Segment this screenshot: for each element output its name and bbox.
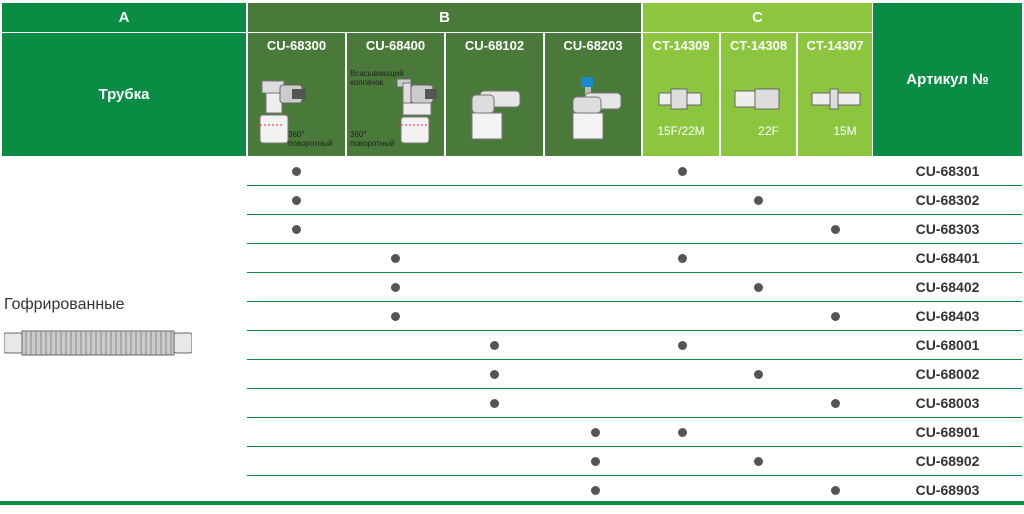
table-row: [247, 244, 1022, 273]
article-number: CU-68003: [915, 395, 980, 411]
article-number: CU-68002: [915, 366, 980, 382]
compatibility-dot-c: [753, 370, 763, 379]
compatibility-dot-b: [390, 312, 400, 321]
compatibility-dot-b: [390, 283, 400, 292]
article-number: CU-68902: [915, 453, 980, 469]
column-code: CT-14309: [652, 38, 710, 53]
column-header-cu-68300: CU-68300 360° поворотный: [248, 33, 345, 156]
adapter-icon: [734, 88, 780, 110]
compatibility-dot-b: [590, 428, 600, 437]
compatibility-dot-b: [489, 399, 499, 408]
suction-swivel-connector-icon: [396, 78, 437, 144]
compatibility-dot-b: [590, 486, 600, 495]
article-number: CU-68402: [915, 279, 980, 295]
compatibility-dot-b: [390, 254, 400, 263]
compatibility-dot-c: [753, 196, 763, 205]
compatibility-dot-b: [590, 457, 600, 466]
cap-connector-icon: [572, 77, 622, 140]
table-row: [247, 273, 1022, 302]
column-code: CU-68102: [464, 38, 525, 53]
article-number: CU-68403: [915, 308, 980, 324]
column-code: CU-68203: [563, 38, 623, 53]
compatibility-dot-b: [489, 341, 499, 350]
compatibility-dot-c: [753, 457, 763, 466]
elbow-connector-icon: [471, 90, 521, 140]
table-row: [247, 157, 1022, 186]
table-row: [247, 215, 1022, 244]
rotation-note: 360° поворотный: [288, 130, 333, 148]
table-row: [247, 186, 1022, 215]
table-row: [247, 418, 1022, 447]
article-header: Артикул №: [873, 3, 1022, 156]
group-b-header: B: [248, 3, 641, 32]
compatibility-dot-b: [291, 196, 301, 205]
bottom-divider: [0, 501, 1024, 505]
table-row: [247, 389, 1022, 418]
suction-cap-note: Всасывающий колпачок: [350, 69, 404, 87]
article-number: CU-68302: [915, 192, 980, 208]
size-label: 15M: [833, 124, 857, 138]
column-header-cu-68102: CU-68102: [446, 33, 543, 156]
table-row: [247, 331, 1022, 360]
compatibility-dot-c: [677, 167, 687, 176]
group-a-header: A: [2, 3, 246, 32]
compatibility-dot-c: [677, 341, 687, 350]
compatibility-dot-c: [677, 254, 687, 263]
compatibility-dot-c: [830, 399, 840, 408]
column-code: CT-14308: [729, 38, 788, 53]
column-header-ct-14307: CT-14307 15M: [798, 33, 872, 156]
column-header-cu-68203: CU-68203: [545, 33, 641, 156]
article-number: CU-68001: [915, 337, 980, 353]
tube-header: Трубка: [2, 33, 246, 156]
adapter-icon: [811, 88, 861, 110]
adapter-icon: [658, 88, 702, 110]
compatibility-dot-b: [489, 370, 499, 379]
tube-type-label: Гофрированные: [4, 296, 125, 313]
group-c-header: C: [643, 3, 872, 32]
article-number: CU-68303: [915, 221, 980, 237]
column-code: CU-68400: [365, 38, 426, 53]
table-row: [247, 302, 1022, 331]
table-row: [247, 447, 1022, 476]
compatibility-dot-b: [291, 167, 301, 176]
column-code: CT-14307: [806, 38, 864, 53]
size-label: 15F/22M: [657, 124, 705, 138]
swivel-connector-icon: [256, 80, 306, 144]
corrugated-tube-icon: [4, 330, 192, 356]
compatibility-dot-c: [753, 283, 763, 292]
compatibility-dot-c: [830, 486, 840, 495]
compatibility-dot-c: [677, 428, 687, 437]
article-number: CU-68301: [915, 163, 980, 179]
rotation-note: 360° поворотный: [350, 130, 395, 148]
column-code: CU-68300: [266, 38, 327, 53]
article-number: CU-68901: [915, 424, 980, 440]
compatibility-dot-c: [830, 312, 840, 321]
article-number: CU-68903: [915, 482, 980, 498]
size-label: 22F: [758, 124, 779, 138]
column-header-ct-14308: CT-14308 22F: [721, 33, 796, 156]
table-row: [247, 360, 1022, 389]
column-header-ct-14309: CT-14309 15F/22M: [643, 33, 719, 156]
column-header-cu-68400: CU-68400 Всасывающий колпачок 360° повор…: [347, 33, 444, 156]
compatibility-dot-c: [830, 225, 840, 234]
compatibility-dot-b: [291, 225, 301, 234]
article-number: CU-68401: [915, 250, 980, 266]
